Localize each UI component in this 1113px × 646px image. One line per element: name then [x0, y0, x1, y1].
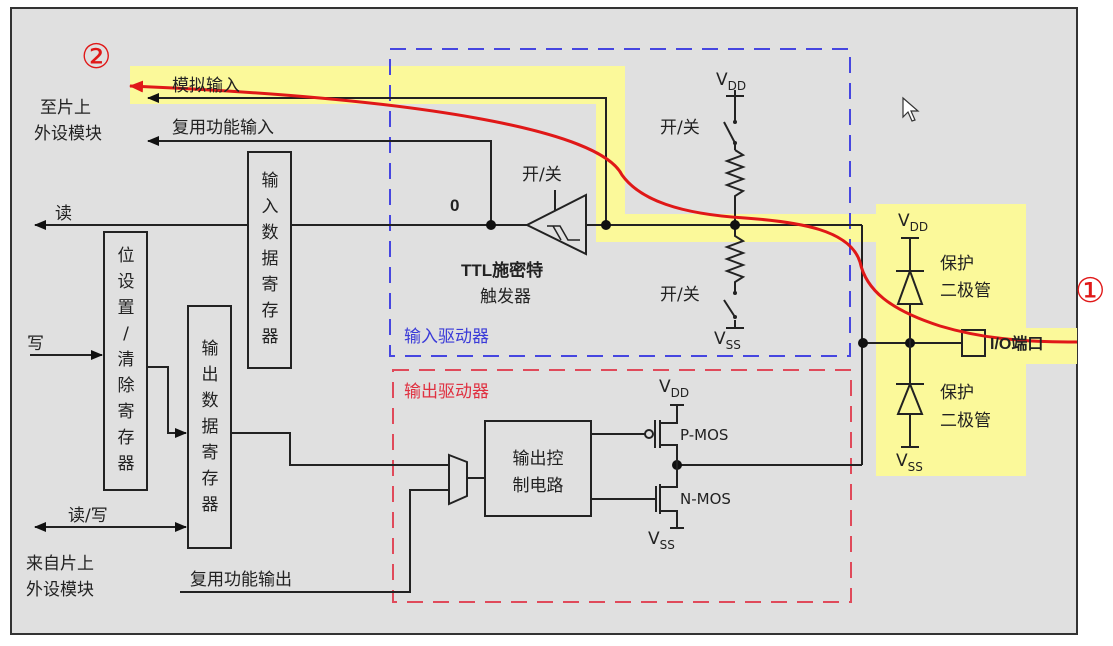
upper-diode-label-2: 二极管 [940, 281, 991, 301]
block-text: 输出控 [513, 449, 564, 469]
junction-dot [486, 220, 496, 230]
switch-contact [733, 120, 737, 124]
protection-diodes [896, 237, 924, 448]
block-char: 存 [118, 428, 135, 448]
input-driver-box [389, 48, 851, 357]
input-data-register [247, 151, 292, 369]
block-char: 寄 [118, 402, 135, 422]
read-write-label: 读/写 [68, 506, 108, 526]
block-char: 寄 [262, 275, 279, 295]
junction-dot [730, 220, 740, 230]
wires [30, 90, 965, 593]
block-char: 数 [202, 391, 219, 411]
nmos-label: N-MOS [680, 490, 731, 508]
protection-vss: VSS [896, 451, 923, 474]
alt-func-output-label: 复用功能输出 [190, 570, 292, 590]
switch-contact [733, 315, 737, 319]
ttl-text: TTL施密特 [461, 260, 543, 280]
block-char: 器 [262, 327, 279, 347]
v-symbol: V [716, 70, 728, 90]
bit-set-clear-register-label: 位 设 置 / 清 除 寄 存 器 [118, 246, 135, 474]
block-char: 据 [202, 417, 219, 437]
lower-diode-label-1: 保护 [940, 383, 974, 403]
schmitt-trigger [524, 190, 587, 256]
block-char: 置 [118, 298, 135, 318]
write-label: 写 [27, 334, 44, 354]
block-char: 存 [262, 301, 279, 321]
v-subscript: DD [671, 386, 689, 400]
pull-up-network [723, 110, 746, 318]
output-control-circuit [484, 420, 592, 517]
peripheral-marker: ② [81, 37, 111, 77]
input-data-register-label: 输 入 数 据 寄 存 器 [262, 171, 279, 347]
alt-func-input-label: 复用功能输入 [172, 118, 274, 138]
upper-diode-label-1: 保护 [940, 254, 974, 274]
v-subscript: DD [910, 220, 928, 234]
zero-label: 0 [450, 196, 459, 215]
block-char: 设 [118, 272, 135, 292]
from-peripheral-line1: 来自片上 [26, 554, 94, 574]
pmos-label: P-MOS [680, 426, 728, 444]
v-symbol: V [896, 451, 908, 471]
read-label: 读 [55, 204, 72, 224]
io-pin-label: I/O端口 [990, 334, 1043, 353]
junction-dot [601, 220, 611, 230]
mouse-cursor-icon [902, 96, 920, 122]
output-driver-box [392, 369, 852, 603]
output-data-register [187, 305, 232, 549]
block-char: 位 [118, 246, 135, 266]
block-char: 数 [262, 223, 279, 243]
output-driver-label: 输出驱动器 [404, 382, 489, 402]
analog-input-label: 模拟输入 [172, 76, 240, 96]
pullup-vdd: VDD [716, 70, 746, 93]
v-symbol: V [714, 329, 726, 349]
to-peripheral-line1: 至片上 [40, 98, 91, 118]
switch-contact [733, 141, 737, 145]
block-char: / [123, 324, 129, 344]
pmos-vdd: VDD [659, 377, 689, 400]
output-mux [448, 453, 468, 506]
analog-signal-path [129, 80, 1078, 344]
v-subscript: SS [908, 460, 923, 474]
lower-diode-label-2: 二极管 [940, 411, 991, 431]
schmitt-label-line1: TTL施密特 [461, 260, 543, 280]
output-control-label: 输出控 制电路 [513, 449, 564, 496]
protection-vdd: VDD [898, 211, 928, 234]
nmos-vss: VSS [648, 529, 675, 552]
to-peripheral-line2: 外设模块 [34, 124, 102, 144]
v-symbol: V [659, 377, 671, 397]
schmitt-on-off-label: 开/关 [522, 165, 562, 185]
from-peripheral-line2: 外设模块 [26, 580, 94, 600]
block-char: 寄 [202, 443, 219, 463]
pulldown-on-off-label: 开/关 [660, 285, 700, 305]
junction-dot [858, 338, 868, 348]
pullup-on-off-label: 开/关 [660, 118, 700, 138]
block-char: 除 [118, 376, 135, 396]
block-char: 器 [202, 495, 219, 515]
v-symbol: V [898, 211, 910, 231]
bit-set-clear-register [103, 231, 148, 491]
block-char: 输 [202, 339, 219, 359]
v-subscript: DD [728, 79, 746, 93]
pin-marker: ① [1075, 271, 1105, 311]
block-char: 入 [262, 197, 279, 217]
block-char: 存 [202, 469, 219, 489]
output-data-register-label: 输 出 数 据 寄 存 器 [202, 339, 219, 515]
block-char: 出 [202, 365, 219, 385]
pulldown-vss: VSS [714, 329, 741, 352]
block-char: 据 [262, 249, 279, 269]
block-char: 清 [118, 350, 135, 370]
v-subscript: SS [660, 538, 675, 552]
schmitt-label-line2: 触发器 [480, 287, 531, 307]
v-symbol: V [648, 529, 660, 549]
block-char: 器 [118, 454, 135, 474]
switch-contact [733, 291, 737, 295]
block-char: 输 [262, 171, 279, 191]
input-driver-label: 输入驱动器 [404, 327, 489, 347]
block-text: 制电路 [513, 476, 564, 496]
v-subscript: SS [726, 338, 741, 352]
mos-pair [644, 404, 684, 529]
